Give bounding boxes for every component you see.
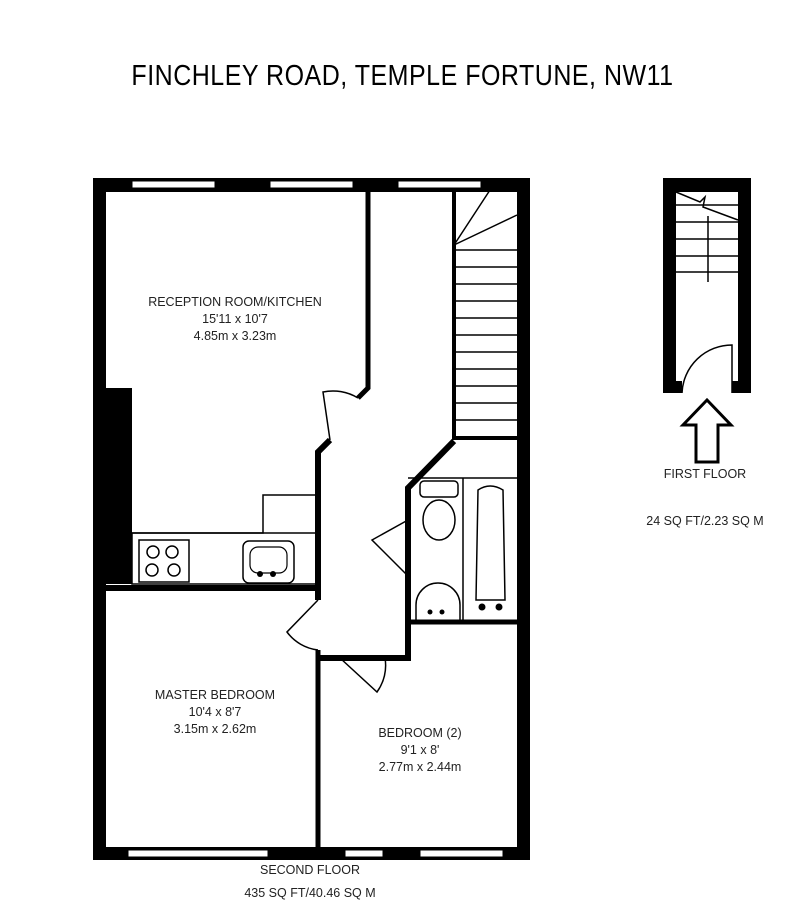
first-floor-area: 24 SQ FT/2.23 SQ M <box>646 514 764 528</box>
room-label-master-bedroom: MASTER BEDROOM 10'4 x 8'7 3.15m x 2.62m <box>120 687 310 738</box>
first-floor-plan <box>663 178 751 464</box>
room-imperial: 9'1 x 8' <box>400 743 440 757</box>
room-label-bedroom-2: BEDROOM (2) 9'1 x 8' 2.77m x 2.44m <box>330 725 510 776</box>
room-metric: 4.85m x 3.23m <box>193 329 277 343</box>
first-floor-label: FIRST FLOOR <box>663 467 747 481</box>
room-name: BEDROOM (2) <box>378 726 462 740</box>
room-imperial: 15'11 x 10'7 <box>202 312 268 326</box>
room-name: RECEPTION ROOM/KITCHEN <box>148 295 322 309</box>
room-metric: 2.77m x 2.44m <box>378 760 462 774</box>
second-floor-plan <box>93 178 530 860</box>
room-metric: 3.15m x 2.62m <box>173 722 257 736</box>
room-label-reception: RECEPTION ROOM/KITCHEN 15'11 x 10'7 4.85… <box>120 294 350 345</box>
second-floor-label: SECOND FLOOR <box>259 863 360 877</box>
plan-title: FINCHLEY ROAD, TEMPLE FORTUNE, NW11 <box>131 59 674 93</box>
room-name: MASTER BEDROOM <box>154 688 276 702</box>
second-floor-area: 435 SQ FT/40.46 SQ M <box>244 886 376 900</box>
room-imperial: 10'4 x 8'7 <box>188 705 242 719</box>
